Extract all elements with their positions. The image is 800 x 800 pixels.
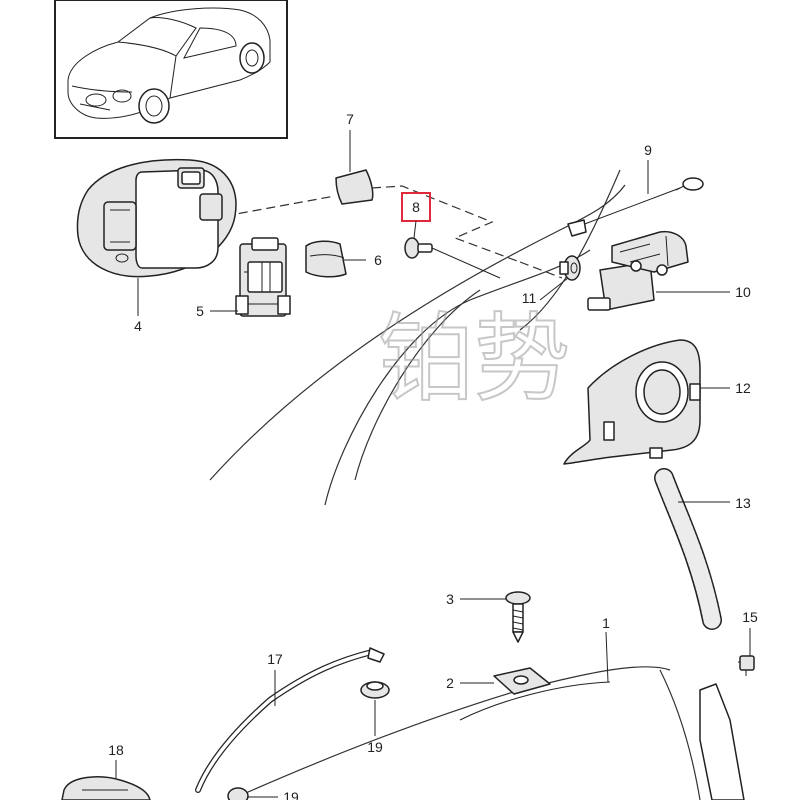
callout-19-upper: 19: [367, 739, 383, 755]
watermark-text: 铂势: [378, 303, 570, 415]
callout-11: 11: [522, 290, 537, 306]
callout-18: 18: [108, 742, 124, 758]
part-19-grommet-a: [360, 681, 390, 699]
callout-2: 2: [446, 675, 454, 691]
callout-15: 15: [742, 609, 758, 625]
leader-lines: [115, 130, 751, 798]
part-6-clip: [305, 240, 347, 278]
part-18-bracket: [61, 776, 151, 800]
part-1-fender-panel: [459, 681, 611, 721]
callout-12: 12: [735, 380, 751, 396]
dashed-connection-lines: [224, 185, 563, 279]
callout-3: 3: [446, 591, 454, 607]
part-9-cable: [567, 177, 704, 237]
callout-5: 5: [196, 303, 204, 319]
part-3-screw: [505, 591, 531, 643]
part-15-clip: [738, 655, 755, 676]
callout-9: 9: [644, 142, 652, 158]
callout-13: 13: [735, 495, 751, 511]
part-19-grommet-b: [227, 787, 249, 800]
callout-10: 10: [735, 284, 751, 300]
callout-6: 6: [374, 252, 382, 268]
callout-labels: 7 8 9 6 5 4 10 11 12 13 3 1 15 2 17 19 1…: [108, 111, 758, 800]
callout-19-lower: 19: [283, 789, 299, 800]
part-8-pin: [404, 237, 501, 279]
part-17-support-bracket: [195, 647, 385, 793]
part-2-nut-plate: [493, 667, 551, 695]
callout-7: 7: [346, 111, 354, 127]
door-edge-panel: [699, 683, 745, 800]
part-4-fuel-flap: [76, 158, 237, 278]
part-7-cap: [335, 169, 374, 205]
part-12-filler-housing: [563, 339, 701, 465]
part-13-drain-hose: [654, 468, 722, 630]
part-5-guide-block: [235, 237, 291, 317]
car-thumbnail-icon: [67, 7, 271, 124]
callout-17: 17: [267, 651, 283, 667]
callout-8: 8: [412, 199, 420, 215]
part-10-actuator: [587, 230, 689, 311]
part-11-grommet: [559, 255, 581, 281]
callout-4: 4: [134, 318, 142, 334]
callout-1: 1: [602, 615, 610, 631]
car-thumbnail: [54, 0, 288, 139]
